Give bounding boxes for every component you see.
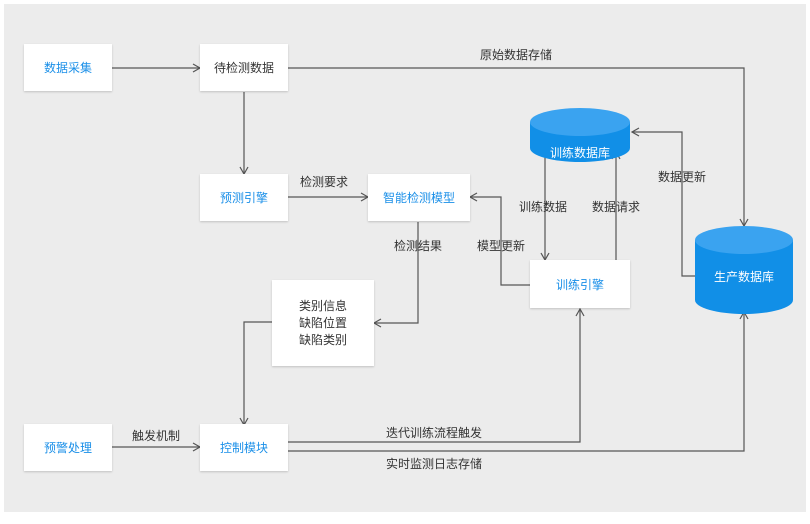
- node-training-db[interactable]: 训练数据库: [530, 108, 630, 164]
- label-iterative-training: 迭代训练流程触发: [386, 426, 483, 440]
- node-pending-data[interactable]: 待检测数据: [200, 44, 288, 91]
- production-db-label: 生产数据库: [713, 270, 774, 284]
- node-data-collect[interactable]: 数据采集: [24, 44, 112, 91]
- edge-pending-to-production: [288, 67, 749, 228]
- node-info-box[interactable]: 类别信息 缺陷位置 缺陷类别: [272, 280, 374, 366]
- label-detect-result: 检测结果: [394, 239, 443, 253]
- production-db-top: [695, 226, 793, 254]
- edge-layer: [112, 63, 749, 452]
- node-control-module[interactable]: 控制模块: [200, 424, 288, 471]
- edge-info-to-control: [239, 321, 272, 427]
- info-line-type: 缺陷类别: [298, 332, 347, 347]
- node-smart-model[interactable]: 智能检测模型: [368, 174, 470, 221]
- node-predict-engine[interactable]: 预测引擎: [200, 174, 288, 221]
- training-db-top: [530, 108, 630, 136]
- info-line-category: 类别信息: [298, 298, 347, 313]
- label-detect-request: 检测要求: [300, 175, 349, 189]
- label-training-data: 训练数据: [519, 200, 568, 214]
- edge-training-engine-to-model: [468, 192, 530, 286]
- info-line-position: 缺陷位置: [298, 315, 347, 330]
- label-data-request: 数据请求: [592, 200, 641, 214]
- edge-model-to-info: [372, 222, 419, 328]
- diagram-canvas: 数据采集 待检测数据 预测引擎 智能检测模型 训练引擎 类别信息 缺陷位置 缺陷…: [4, 4, 806, 512]
- label-model-update: 模型更新: [477, 239, 526, 253]
- training-db-label: 训练数据库: [549, 146, 610, 160]
- edge-production-to-trainingdb: [630, 127, 695, 277]
- edge-control-to-production: [288, 310, 749, 452]
- label-data-update: 数据更新: [658, 170, 707, 184]
- label-trigger-mechanism: 触发机制: [132, 429, 181, 443]
- node-alert-handle[interactable]: 预警处理: [24, 424, 112, 471]
- label-raw-storage: 原始数据存储: [480, 48, 553, 62]
- node-training-engine[interactable]: 训练引擎: [530, 260, 630, 308]
- edge-control-to-training-engine: [288, 307, 585, 443]
- node-production-db[interactable]: 生产数据库: [695, 226, 793, 314]
- label-realtime-log: 实时监测日志存储: [386, 457, 483, 471]
